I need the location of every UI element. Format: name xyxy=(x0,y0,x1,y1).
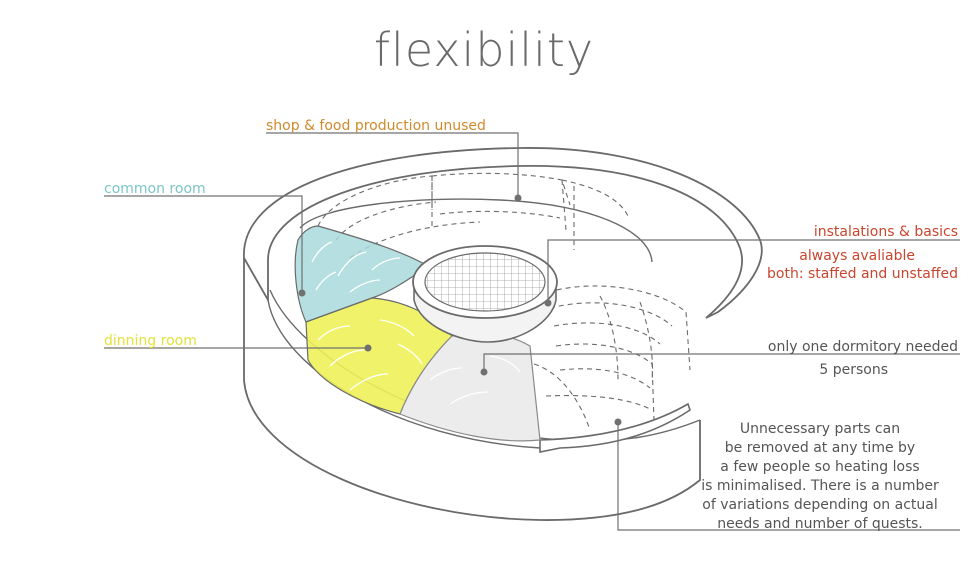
label-shop: shop & food production unused xyxy=(266,118,486,134)
description-leader xyxy=(617,422,960,531)
dormitory-dot xyxy=(480,368,488,376)
label-installations-1: instalations & basics xyxy=(814,224,958,240)
description-dot xyxy=(614,418,622,426)
description-line-6: needs and number of quests. xyxy=(717,516,922,532)
leader-lines xyxy=(104,132,960,531)
leader-dots xyxy=(298,194,622,426)
description-line-5: of variations depending on actual xyxy=(702,497,937,513)
label-common-room: common room xyxy=(104,181,206,197)
description-line-2: be removed at any time by xyxy=(725,440,915,456)
label-installations-2: always avaliable xyxy=(799,248,915,264)
dining-room-strokes xyxy=(317,319,423,391)
shop-dot xyxy=(514,194,522,202)
dormitory-leader xyxy=(483,353,960,372)
installations-leader xyxy=(547,239,960,303)
description-line-4: is minimalised. There is a number xyxy=(701,478,939,494)
description-line-3: a few people so heating loss xyxy=(720,459,919,475)
installations-module-strokes xyxy=(429,355,521,405)
label-dormitory-1: only one dormitory needed xyxy=(768,339,958,355)
dining-dot xyxy=(364,344,372,352)
outer-wall-top xyxy=(243,147,763,319)
common-room-strokes xyxy=(311,241,401,293)
inner-ring-back xyxy=(299,198,653,263)
common-leader xyxy=(104,195,303,293)
shop-leader xyxy=(266,132,519,198)
label-dining-room: dinning room xyxy=(104,333,197,349)
building-drawing xyxy=(243,147,763,521)
common-dot xyxy=(298,289,306,297)
dormitory-modules xyxy=(533,285,691,431)
description-line-1: Unnecessary parts can xyxy=(740,421,900,437)
page-title: flexibility xyxy=(374,23,594,77)
installations-dot xyxy=(544,299,552,307)
label-installations-3: both: staffed and unstaffed xyxy=(767,266,958,282)
label-dormitory-2: 5 persons xyxy=(819,362,888,378)
description-block: Unnecessary parts can be removed at any … xyxy=(701,421,939,532)
core-grid xyxy=(424,252,546,312)
